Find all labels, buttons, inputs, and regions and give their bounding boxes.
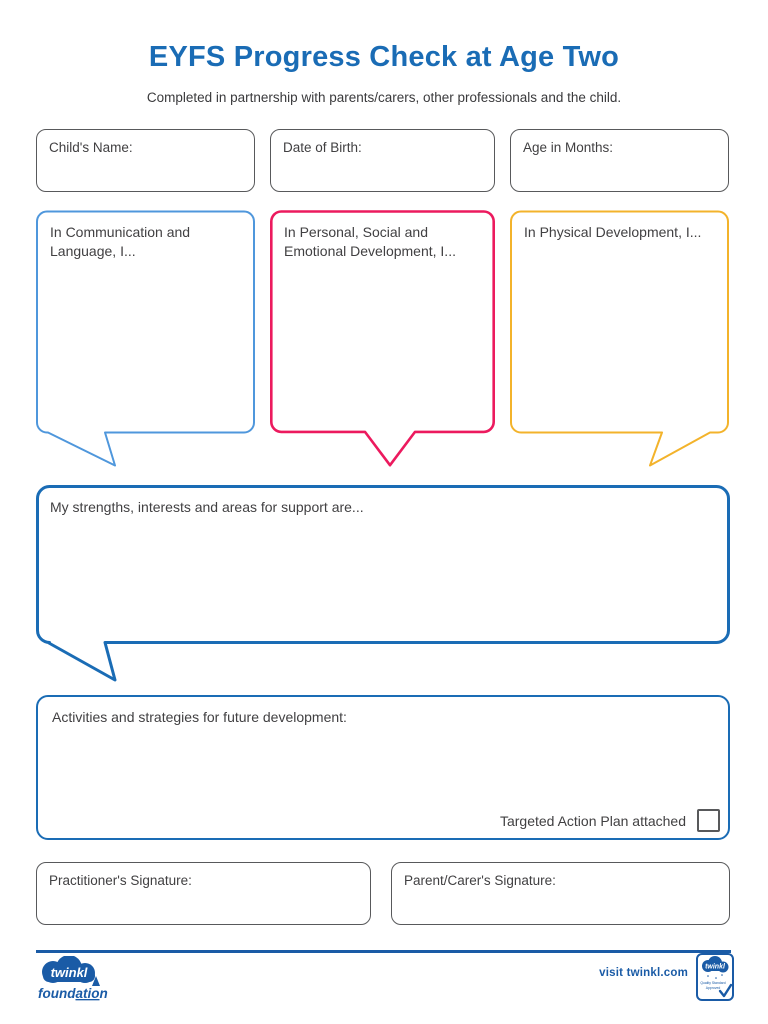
badge-line1-text: Quality Standard	[700, 981, 725, 985]
child-name-field[interactable]: Child's Name:	[36, 129, 255, 192]
personal-social-emotional-bubble[interactable]: In Personal, Social and Emotional Develo…	[270, 210, 495, 468]
activities-box[interactable]: Activities and strategies for future dev…	[36, 695, 730, 840]
age-in-months-label: Age in Months:	[523, 140, 614, 155]
speech-bubble-outline-blue	[36, 210, 255, 467]
strengths-bubble[interactable]: My strengths, interests and areas for su…	[36, 485, 730, 683]
physical-development-label: In Physical Development, I...	[524, 224, 702, 240]
parent-carer-signature-field[interactable]: Parent/Carer's Signature:	[391, 862, 730, 925]
badge-line2-text: Approved	[706, 986, 721, 990]
parent-carer-signature-label: Parent/Carer's Signature:	[404, 873, 556, 888]
strengths-label: My strengths, interests and areas for su…	[50, 499, 364, 515]
practitioner-signature-field[interactable]: Practitioner's Signature:	[36, 862, 371, 925]
targeted-action-plan-row: Targeted Action Plan attached	[500, 809, 720, 832]
personal-social-emotional-label: In Personal, Social and Emotional Develo…	[284, 224, 456, 260]
page-title: EYFS Progress Check at Age Two	[148, 41, 620, 73]
communication-language-label: In Communication and Language, I...	[50, 224, 191, 260]
footer-divider	[36, 950, 731, 953]
communication-language-bubble[interactable]: In Communication and Language, I...	[36, 210, 255, 468]
speech-bubble-outline-dark-blue	[36, 485, 730, 682]
targeted-action-plan-checkbox[interactable]	[697, 809, 720, 832]
targeted-action-plan-label: Targeted Action Plan attached	[499, 812, 686, 829]
checkmark-icon	[718, 983, 733, 998]
twinkl-foundation-logo: twinkl foundation	[38, 956, 108, 1001]
activities-label: Activities and strategies for future dev…	[52, 709, 347, 725]
date-of-birth-field[interactable]: Date of Birth:	[270, 129, 495, 192]
speech-bubble-outline-yellow	[510, 210, 729, 467]
svg-text:twinkl: twinkl	[51, 965, 88, 980]
child-name-label: Child's Name:	[49, 140, 133, 155]
practitioner-signature-label: Practitioner's Signature:	[49, 873, 192, 888]
svg-text:twinkl: twinkl	[705, 964, 726, 971]
speech-bubble-outline-pink	[270, 210, 495, 467]
date-of-birth-label: Date of Birth:	[283, 140, 362, 155]
twinkl-quality-badge: twinkl Quality Standard Approved	[696, 953, 734, 1001]
physical-development-bubble[interactable]: In Physical Development, I...	[510, 210, 729, 468]
page-subtitle: Completed in partnership with parents/ca…	[146, 90, 622, 105]
svg-text:foundation: foundation	[38, 986, 108, 1001]
age-in-months-field[interactable]: Age in Months:	[510, 129, 729, 192]
visit-twinkl-link[interactable]: visit twinkl.com	[599, 967, 688, 979]
rocket-icon	[92, 976, 100, 986]
